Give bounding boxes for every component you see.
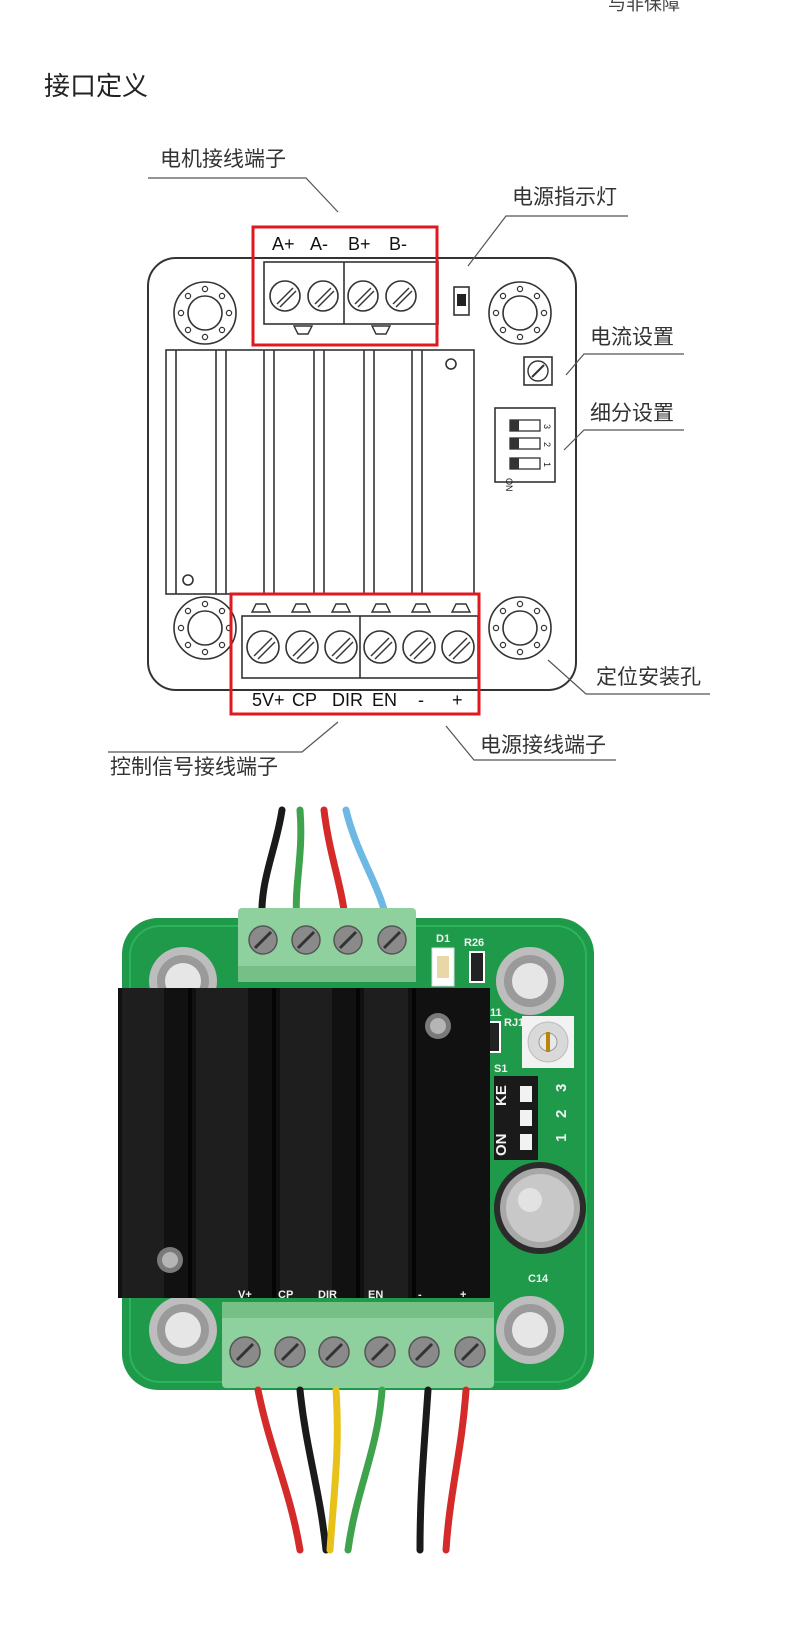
- dip-position-label: 2: [542, 442, 552, 447]
- control-screw-5: [402, 630, 436, 664]
- control-screw-2: [285, 630, 319, 664]
- silk-dip-num: 3: [553, 1084, 570, 1092]
- callout-lines: [108, 177, 710, 761]
- silk-r26: R26: [464, 937, 484, 949]
- silk-s1: S1: [494, 1063, 507, 1075]
- label-power-led: 电源指示灯: [512, 185, 617, 209]
- photo-motor-terminal: [238, 908, 416, 982]
- photo-hole-bottom-left: [149, 1296, 217, 1364]
- control-pin-label: CP: [292, 690, 317, 710]
- photo-heatsink: [118, 988, 490, 1298]
- page-title: 接口定义: [44, 72, 149, 102]
- label-motor-terminal: 电机接线端子: [160, 147, 286, 171]
- motor-pin-label: B+: [348, 234, 371, 254]
- label-microstep-setting: 细分设置: [590, 401, 674, 425]
- top-fragment-text: 与非保障: [608, 0, 680, 15]
- silk-dip-num: 2: [553, 1110, 570, 1118]
- photo-resistor-r26: [469, 951, 485, 983]
- label-power-terminal: 电源接线端子: [480, 733, 606, 757]
- photo-led: [431, 947, 455, 987]
- mounting-hole-top-left: [173, 281, 237, 345]
- control-screw-6: [441, 630, 475, 664]
- dip-switch: ON 3 2 1: [494, 407, 556, 492]
- motor-screw-4: [385, 280, 417, 312]
- silk-pin: +: [460, 1289, 466, 1301]
- silk-dip-num: 1: [553, 1134, 570, 1142]
- motor-terminal-highlight: [251, 225, 439, 347]
- silk-pin: DIR: [318, 1289, 337, 1301]
- photo-dip-switch: S1 ON KE 3 2 1: [493, 1063, 570, 1160]
- silk-d1: D1: [436, 933, 450, 945]
- wire-black-bottom: [296, 1386, 330, 1554]
- motor-pin-label: B-: [389, 234, 407, 254]
- label-current-setting: 电流设置: [590, 325, 674, 349]
- wire-yellow-bottom: [326, 1386, 341, 1554]
- mounting-hole-bottom-left: [173, 596, 237, 660]
- board-outline: [147, 257, 577, 691]
- control-screw-3: [324, 630, 358, 664]
- control-pin-label: 5V+: [252, 690, 285, 710]
- silk-pin: V+: [238, 1289, 252, 1301]
- control-terminal-block: 5V+ CP DIR EN - +: [241, 603, 479, 710]
- mounting-hole-bottom-right: [488, 596, 552, 660]
- photo-hole-top-right: [496, 947, 564, 1015]
- photo-hole-bottom-right: [496, 1296, 564, 1364]
- control-screw-4: [363, 630, 397, 664]
- motor-screw-2: [307, 280, 339, 312]
- wire-red2-bottom: [442, 1386, 470, 1554]
- heatsink-outline: [165, 349, 475, 595]
- dip-position-label: 1: [542, 462, 552, 467]
- wire-black2-bottom: [416, 1386, 432, 1554]
- label-control-terminal: 控制信号接线端子: [110, 755, 278, 779]
- control-terminal-highlight: [229, 592, 481, 716]
- mounting-hole-top-right: [488, 281, 552, 345]
- motor-terminal-block: A+ A- B+ B-: [263, 234, 439, 335]
- silk-dip-ke: KE: [493, 1085, 510, 1106]
- interface-diagram: A+ A- B+ B- ON 3 2 1: [108, 147, 710, 779]
- silk-pin: EN: [368, 1289, 383, 1301]
- bottom-wires: [254, 1386, 470, 1554]
- silk-dip-on: ON: [493, 1134, 510, 1157]
- control-pin-label: EN: [372, 690, 397, 710]
- product-photo: D1 R26 R11 RJ1 S1 ON KE 3 2 1 C14: [118, 806, 594, 1554]
- photo-potentiometer: [522, 1016, 574, 1068]
- wire-black-top: [258, 806, 286, 924]
- power-led: [453, 286, 470, 316]
- wire-green-bottom: [344, 1386, 386, 1554]
- photo-capacitor: [494, 1162, 586, 1254]
- silk-pin: CP: [278, 1289, 293, 1301]
- motor-pin-label: A-: [310, 234, 328, 254]
- photo-control-terminal: [222, 1302, 494, 1388]
- control-pin-label: DIR: [332, 690, 363, 710]
- control-pin-label: +: [452, 690, 463, 710]
- label-mounting-hole: 定位安装孔: [596, 665, 701, 689]
- motor-screw-3: [347, 280, 379, 312]
- dip-on-label: ON: [504, 478, 514, 492]
- dip-position-label: 3: [542, 424, 552, 429]
- control-screw-1: [246, 630, 280, 664]
- current-potentiometer: [523, 356, 553, 386]
- silk-rj: RJ1: [504, 1017, 524, 1029]
- motor-screw-1: [269, 280, 301, 312]
- silk-c14: C14: [528, 1273, 549, 1285]
- control-pin-label: -: [418, 690, 424, 710]
- wire-red-bottom: [254, 1386, 304, 1554]
- silk-pin: -: [418, 1289, 422, 1301]
- motor-pin-label: A+: [272, 234, 295, 254]
